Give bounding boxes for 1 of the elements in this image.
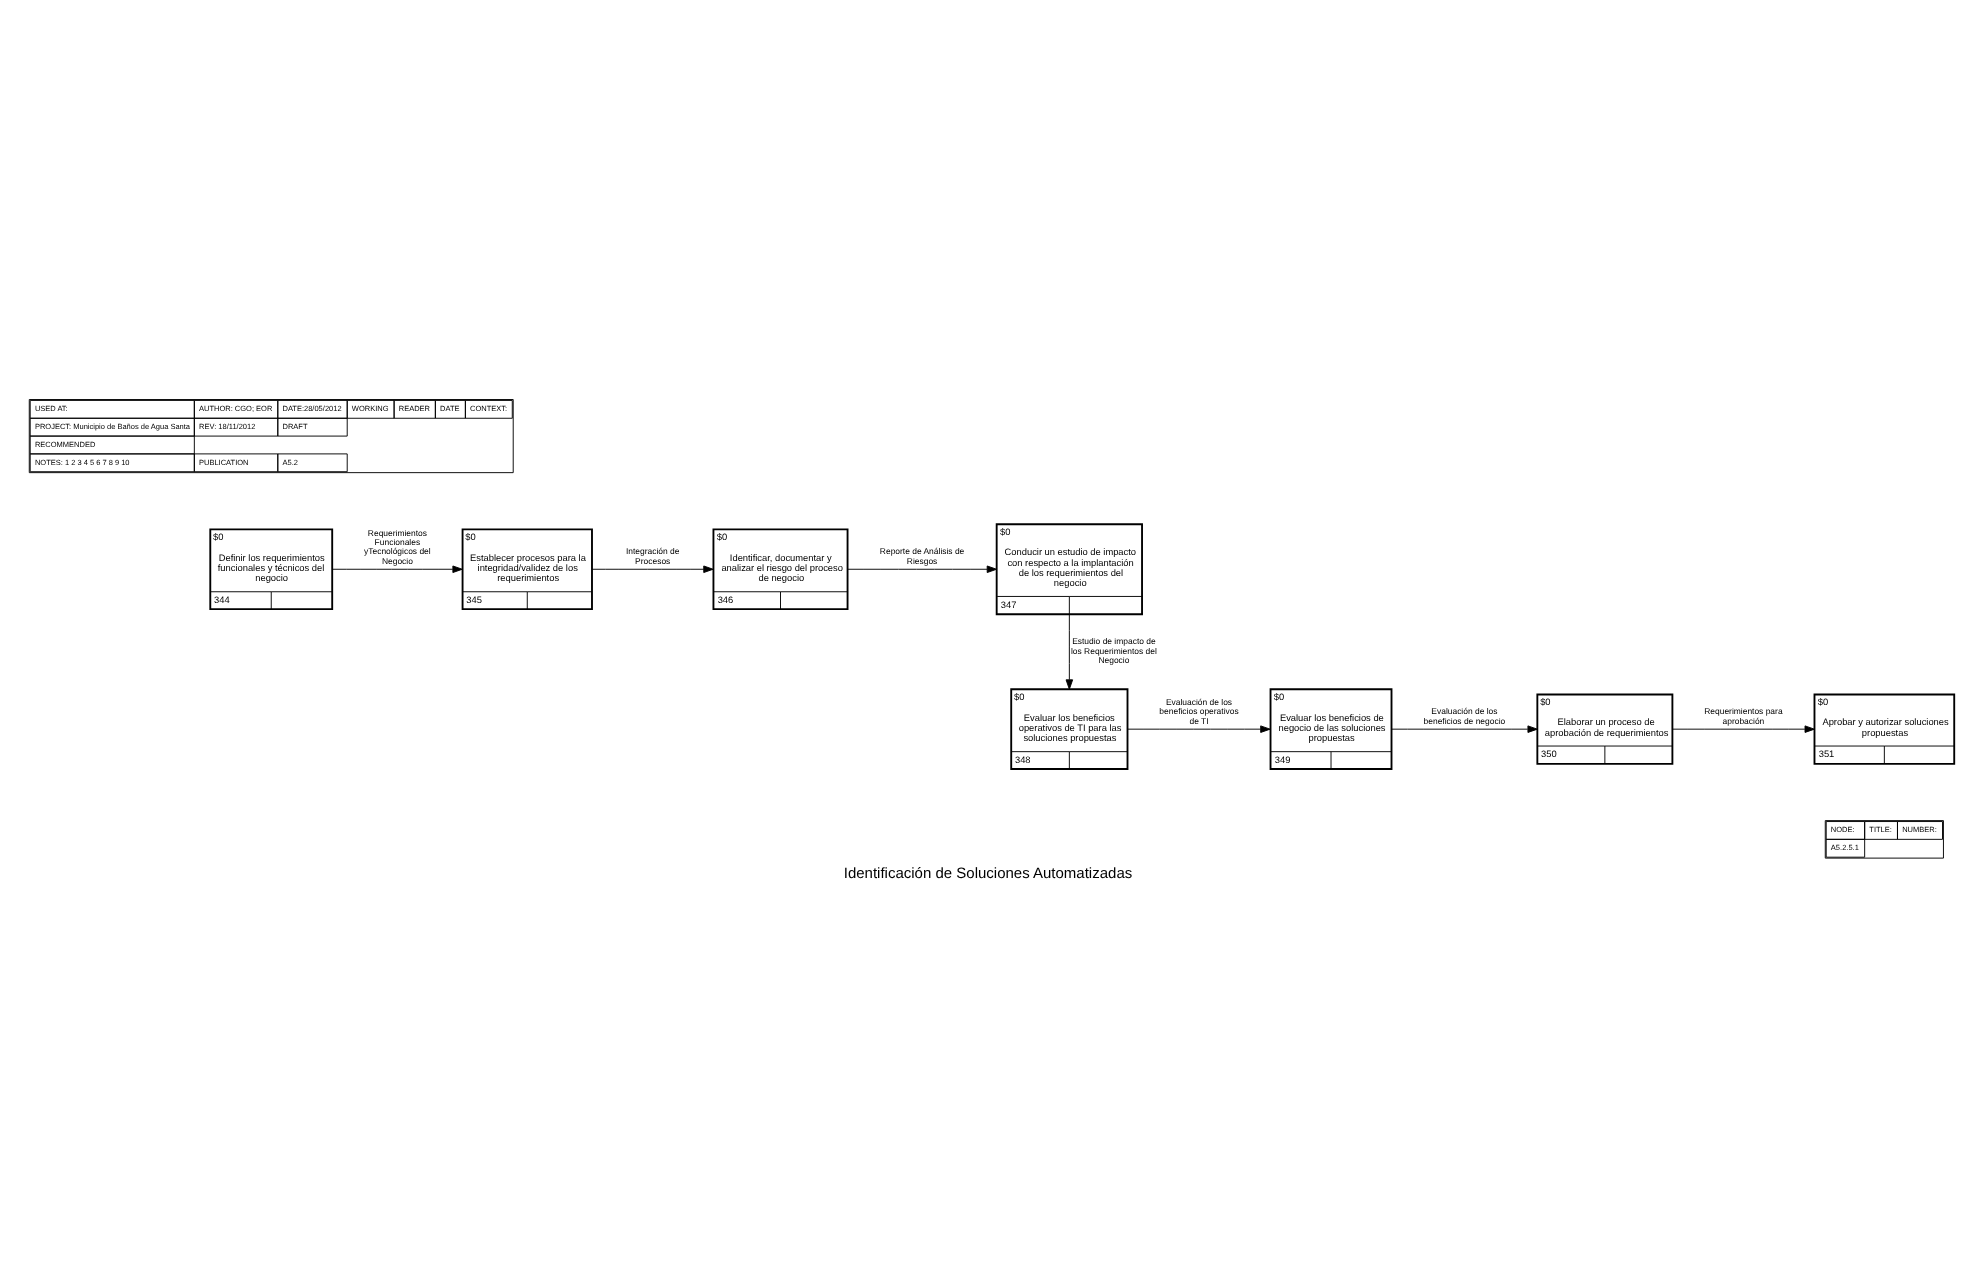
diagram-title: Identificación de Soluciones Automatizadas [843, 863, 1133, 882]
